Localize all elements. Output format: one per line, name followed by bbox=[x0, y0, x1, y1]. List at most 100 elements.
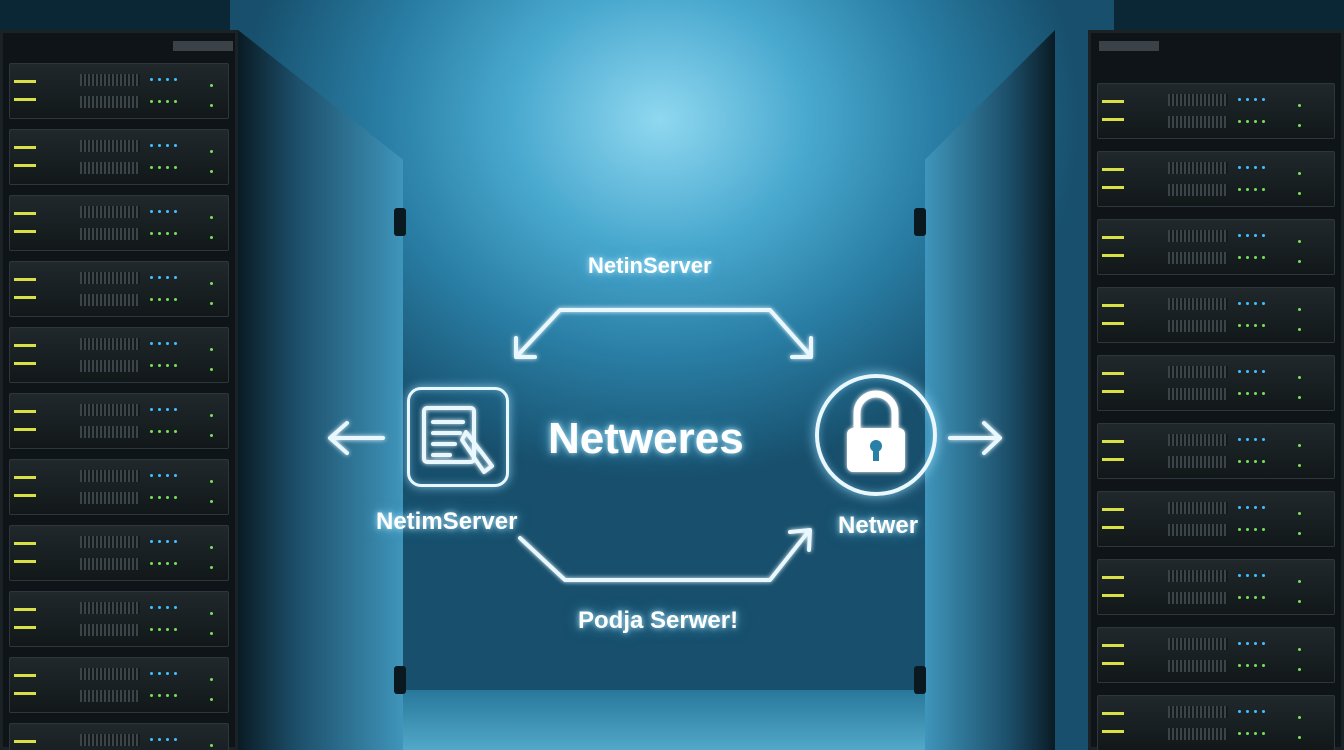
rack-server-unit bbox=[9, 459, 229, 515]
server-indicator bbox=[80, 404, 140, 416]
server-indicator bbox=[210, 566, 213, 569]
server-indicator bbox=[1102, 458, 1124, 461]
server-indicator bbox=[1168, 570, 1228, 582]
server-indicator bbox=[158, 144, 161, 147]
server-indicator bbox=[1246, 392, 1249, 395]
server-indicator bbox=[14, 608, 36, 611]
server-indicator bbox=[14, 740, 36, 743]
server-indicator bbox=[80, 162, 140, 174]
server-indicator bbox=[174, 276, 177, 279]
server-indicator bbox=[1262, 324, 1265, 327]
server-indicator bbox=[1254, 188, 1257, 191]
rack-server-unit bbox=[1097, 151, 1335, 207]
server-indicator bbox=[1102, 322, 1124, 325]
server-indicator bbox=[1298, 328, 1301, 331]
server-indicator bbox=[1246, 166, 1249, 169]
server-indicator bbox=[1246, 506, 1249, 509]
server-indicator bbox=[210, 236, 213, 239]
server-indicator bbox=[210, 612, 213, 615]
server-indicator bbox=[1102, 662, 1124, 665]
server-indicator bbox=[150, 628, 153, 631]
server-indicator bbox=[14, 146, 36, 149]
server-indicator bbox=[80, 294, 140, 306]
server-indicator bbox=[1102, 730, 1124, 733]
server-indicator bbox=[1254, 324, 1257, 327]
server-indicator bbox=[14, 164, 36, 167]
server-indicator bbox=[166, 606, 169, 609]
rack-server-unit bbox=[1097, 219, 1335, 275]
server-indicator bbox=[1238, 528, 1241, 531]
label-left: NetimServer bbox=[376, 508, 518, 535]
server-indicator bbox=[1254, 664, 1257, 667]
rack-tag bbox=[173, 41, 233, 51]
server-indicator bbox=[1298, 736, 1301, 739]
server-indicator bbox=[1254, 256, 1257, 259]
server-indicator bbox=[166, 276, 169, 279]
bottom-connector-line bbox=[518, 530, 810, 582]
right-server-rack bbox=[1088, 30, 1344, 750]
server-indicator bbox=[80, 558, 140, 570]
server-indicator bbox=[14, 212, 36, 215]
server-indicator bbox=[158, 540, 161, 543]
server-indicator bbox=[1246, 324, 1249, 327]
server-indicator bbox=[1254, 166, 1257, 169]
rack-server-unit bbox=[9, 657, 229, 713]
server-indicator bbox=[1102, 304, 1124, 307]
server-indicator bbox=[1238, 392, 1241, 395]
server-indicator bbox=[210, 500, 213, 503]
server-indicator bbox=[1262, 574, 1265, 577]
server-indicator bbox=[1246, 256, 1249, 259]
server-indicator bbox=[1168, 660, 1228, 672]
server-indicator bbox=[80, 140, 140, 152]
server-indicator bbox=[166, 408, 169, 411]
server-indicator bbox=[1168, 320, 1228, 332]
server-indicator bbox=[166, 78, 169, 81]
server-indicator bbox=[166, 342, 169, 345]
server-indicator bbox=[80, 272, 140, 284]
document-icon-frame bbox=[407, 387, 509, 487]
server-indicator bbox=[174, 562, 177, 565]
right-door-handle-top bbox=[914, 208, 926, 236]
server-indicator bbox=[1262, 98, 1265, 101]
server-indicator bbox=[166, 628, 169, 631]
server-indicator bbox=[210, 698, 213, 701]
server-indicator bbox=[150, 100, 153, 103]
server-indicator bbox=[1238, 120, 1241, 123]
label-center: Netweres bbox=[548, 414, 744, 463]
server-indicator bbox=[1254, 234, 1257, 237]
server-indicator bbox=[174, 694, 177, 697]
server-indicator bbox=[1262, 642, 1265, 645]
server-indicator bbox=[1238, 256, 1241, 259]
server-indicator bbox=[1262, 256, 1265, 259]
server-indicator bbox=[150, 738, 153, 741]
server-indicator bbox=[1298, 580, 1301, 583]
server-indicator bbox=[158, 430, 161, 433]
server-indicator bbox=[1168, 728, 1228, 740]
server-indicator bbox=[1168, 388, 1228, 400]
server-indicator bbox=[1238, 642, 1241, 645]
server-indicator bbox=[166, 430, 169, 433]
server-indicator bbox=[1102, 576, 1124, 579]
server-indicator bbox=[14, 542, 36, 545]
server-indicator bbox=[210, 744, 213, 747]
server-indicator bbox=[1246, 664, 1249, 667]
server-indicator bbox=[210, 282, 213, 285]
arrow-right-icon bbox=[948, 421, 1002, 455]
rack-server-unit bbox=[9, 525, 229, 581]
server-indicator bbox=[1298, 648, 1301, 651]
rack-server-unit bbox=[1097, 695, 1335, 750]
server-indicator bbox=[1168, 524, 1228, 536]
server-indicator bbox=[210, 414, 213, 417]
server-indicator bbox=[174, 408, 177, 411]
server-indicator bbox=[1262, 392, 1265, 395]
server-indicator bbox=[80, 602, 140, 614]
server-indicator bbox=[1238, 574, 1241, 577]
server-indicator bbox=[150, 540, 153, 543]
server-indicator bbox=[150, 144, 153, 147]
server-indicator bbox=[1298, 532, 1301, 535]
server-indicator bbox=[1238, 732, 1241, 735]
server-indicator bbox=[158, 364, 161, 367]
server-indicator bbox=[1168, 638, 1228, 650]
server-indicator bbox=[80, 74, 140, 86]
server-indicator bbox=[210, 150, 213, 153]
